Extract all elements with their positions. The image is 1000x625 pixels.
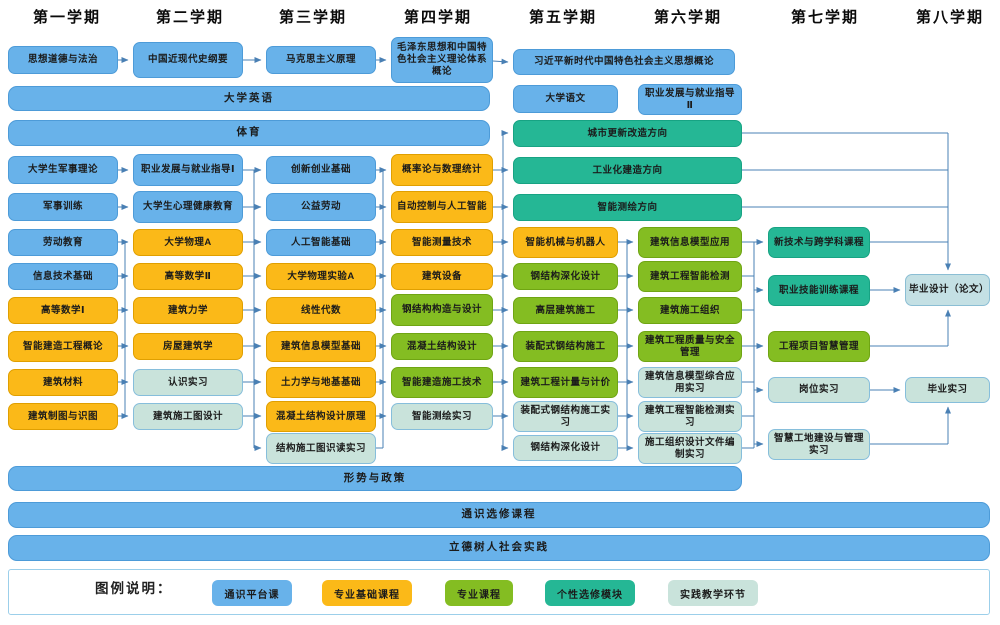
program-bar: 立德树人社会实践 <box>8 535 990 561</box>
course-box: 建筑制图与识图 <box>8 403 118 430</box>
legend-chip-general-platform: 通识平台课 <box>212 580 292 606</box>
course-box: 思想道德与法治 <box>8 46 118 74</box>
course-box: 建筑信息模型基础 <box>266 331 376 362</box>
legend-chip-practical-teaching: 实践教学环节 <box>668 580 758 606</box>
legend-panel <box>8 569 990 615</box>
course-box: 建筑工程质量与安全管理 <box>638 331 742 362</box>
course-box: 职业发展与就业指导Ⅱ <box>638 84 742 115</box>
course-box: 军事训练 <box>8 193 118 221</box>
course-box: 混凝土结构设计原理 <box>266 401 376 432</box>
course-box: 智能测绘实习 <box>391 403 493 430</box>
course-box: 概率论与数理统计 <box>391 154 493 186</box>
course-box: 新技术与跨学科课程 <box>768 227 870 258</box>
course-box: 劳动教育 <box>8 229 118 256</box>
semester-header: 第三学期 <box>278 9 347 26</box>
course-box: 岗位实习 <box>768 377 870 403</box>
course-box: 建筑施工组织 <box>638 297 742 324</box>
course-box: 建筑工程智能检测 <box>638 261 742 292</box>
course-box: 创新创业基础 <box>266 156 376 184</box>
course-box: 钢结构构造与设计 <box>391 294 493 326</box>
course-box: 认识实习 <box>133 369 243 396</box>
course-box: 土力学与地基基础 <box>266 367 376 398</box>
course-box: 建筑信息模型应用 <box>638 227 742 258</box>
semester-header: 第六学期 <box>653 9 722 26</box>
course-box: 马克思主义原理 <box>266 46 376 74</box>
course-box: 建筑力学 <box>133 297 243 324</box>
course-box: 高等数学Ⅱ <box>133 263 243 290</box>
semester-header: 第八学期 <box>915 9 984 26</box>
semester-header: 第二学期 <box>155 9 224 26</box>
legend-chip-professional: 专业课程 <box>445 580 513 606</box>
course-box: 施工组织设计文件编制实习 <box>638 433 742 464</box>
graduation-design-box: 毕业设计（论文） <box>905 274 990 306</box>
course-box: 建筑工程计量与计价 <box>513 367 618 398</box>
direction-bar: 智能测绘方向 <box>513 194 742 221</box>
course-box: 钢结构深化设计 <box>513 263 618 290</box>
course-box: 自动控制与人工智能 <box>391 191 493 223</box>
semester-header: 第四学期 <box>403 9 472 26</box>
course-box: 智能建造工程概论 <box>8 331 118 362</box>
course-box: 钢结构深化设计 <box>513 435 618 461</box>
direction-bar: 工业化建造方向 <box>513 157 742 184</box>
course-box: 智慧工地建设与管理实习 <box>768 429 870 460</box>
program-bar: 形势与政策 <box>8 466 742 491</box>
direction-bar: 城市更新改造方向 <box>513 120 742 147</box>
course-box: 习近平新时代中国特色社会主义思想概论 <box>513 49 735 75</box>
program-bar: 通识选修课程 <box>8 502 990 528</box>
legend-chip-professional-basic: 专业基础课程 <box>322 580 412 606</box>
legend-chip-elective-module: 个性选修模块 <box>545 580 635 606</box>
course-box: 职业发展与就业指导Ⅰ <box>133 154 243 186</box>
course-box: 大学语文 <box>513 85 618 113</box>
legend-title: 图例说明： <box>95 581 173 596</box>
course-box: 人工智能基础 <box>266 229 376 256</box>
course-box: 大学物理A <box>133 229 243 256</box>
course-box: 智能测量技术 <box>391 229 493 256</box>
course-box: 智能建造施工技术 <box>391 367 493 398</box>
course-box: 信息技术基础 <box>8 263 118 290</box>
course-box: 建筑材料 <box>8 369 118 396</box>
course-box: 大学生军事理论 <box>8 156 118 184</box>
course-box: 智能机械与机器人 <box>513 227 618 258</box>
course-box: 线性代数 <box>266 297 376 324</box>
course-box: 高等数学Ⅰ <box>8 297 118 324</box>
graduation-internship-box: 毕业实习 <box>905 377 990 403</box>
semester-header: 第一学期 <box>32 9 101 26</box>
course-box: 建筑信息模型综合应用实习 <box>638 367 742 398</box>
course-box: 结构施工图识读实习 <box>266 433 376 464</box>
course-box: 大学物理实验A <box>266 263 376 290</box>
course-box: 建筑施工图设计 <box>133 403 243 430</box>
course-box: 房屋建筑学 <box>133 333 243 360</box>
course-box: 混凝土结构设计 <box>391 333 493 360</box>
program-bar: 大学英语 <box>8 86 490 111</box>
course-box: 建筑设备 <box>391 263 493 290</box>
semester-header: 第五学期 <box>528 9 597 26</box>
course-box: 中国近现代史纲要 <box>133 42 243 78</box>
course-box: 装配式钢结构施工实习 <box>513 401 618 432</box>
course-box: 建筑工程智能检测实习 <box>638 401 742 432</box>
course-box: 高层建筑施工 <box>513 297 618 324</box>
program-bar: 体育 <box>8 120 490 146</box>
course-box: 毛泽东思想和中国特色社会主义理论体系概论 <box>391 37 493 83</box>
course-box: 工程项目智慧管理 <box>768 331 870 362</box>
course-box: 大学生心理健康教育 <box>133 191 243 223</box>
course-box: 装配式钢结构施工 <box>513 331 618 362</box>
semester-header: 第七学期 <box>790 9 859 26</box>
course-box: 职业技能训练课程 <box>768 275 870 306</box>
course-box: 公益劳动 <box>266 193 376 221</box>
